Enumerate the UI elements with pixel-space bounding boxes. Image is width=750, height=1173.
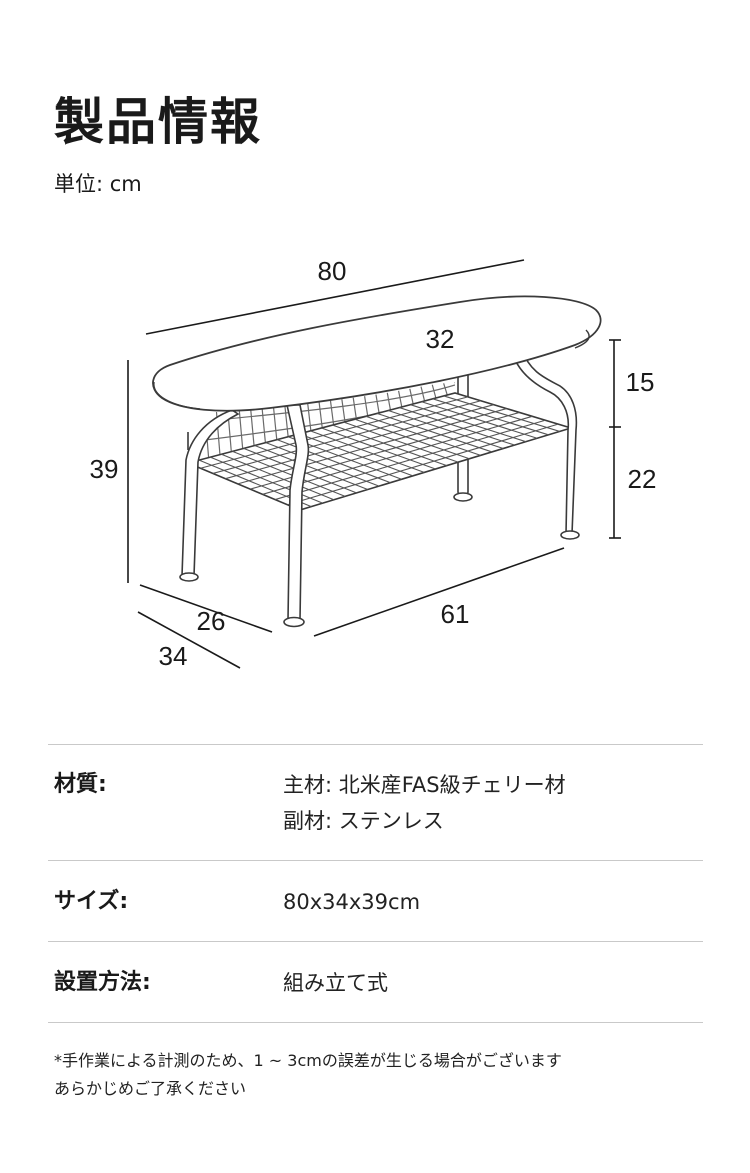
note-line-2: あらかじめご了承ください (54, 1079, 247, 1098)
dim-line-width-base (313, 547, 565, 637)
table-top (152, 295, 602, 412)
material-main-value: 主材: 北米産FAS級チェリー材 (283, 773, 566, 797)
install-label: 設置方法: (54, 970, 151, 995)
label-width-top: 80 (318, 256, 347, 286)
label-depth-base-outer: 34 (159, 641, 188, 671)
material-label: 材質: (54, 772, 107, 797)
material-sub-value: 副材: ステンレス (283, 809, 444, 833)
dim-line-depth-inner (139, 584, 273, 633)
divider-size (48, 941, 703, 942)
install-value: 組み立て式 (283, 971, 388, 995)
label-height-lower: 22 (628, 464, 657, 494)
divider-install (48, 1022, 703, 1023)
table-dimension-diagram: 80 32 39 15 22 26 34 61 (90, 256, 657, 671)
front-legs (179, 349, 580, 628)
front-center-foot (283, 616, 305, 628)
size-value: 80x34x39cm (283, 890, 421, 914)
dim-line-depth-outer (137, 611, 241, 669)
divider-material (48, 860, 703, 861)
label-height-upper: 15 (626, 367, 655, 397)
front-left-foot (179, 572, 199, 582)
label-depth-base-inner: 26 (197, 606, 226, 636)
label-height-total: 39 (90, 454, 119, 484)
rear-right-foot (453, 492, 473, 502)
note-line-1: *手作業による計測のため、1 ~ 3cmの誤差が生じる場合がございます (54, 1051, 562, 1070)
label-width-base: 61 (441, 599, 470, 629)
dim-line-width-top (145, 259, 525, 335)
label-depth-top: 32 (426, 324, 455, 354)
size-label: サイズ: (54, 889, 129, 914)
unit-label: 単位: cm (54, 172, 142, 196)
page-title: 製品情報 (54, 93, 262, 151)
back-right-foot (560, 530, 580, 540)
divider-top (48, 744, 703, 745)
